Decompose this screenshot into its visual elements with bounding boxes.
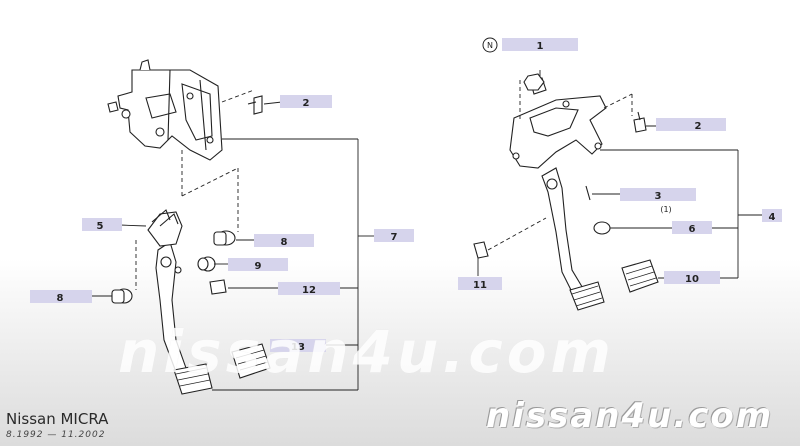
right-pedal-arm — [541, 167, 605, 311]
svg-text:2: 2 — [695, 121, 702, 132]
svg-text:9: 9 — [255, 261, 262, 272]
svg-text:(1): (1) — [660, 205, 671, 214]
left-bracket — [107, 59, 223, 161]
footer-years: 8.1992 — 11.2002 — [6, 430, 106, 440]
svg-text:13: 13 — [291, 342, 305, 353]
callout-2-right: 2 — [656, 118, 726, 132]
left-dashed-lines — [135, 89, 255, 290]
footer-model: Nissan MICRA — [6, 410, 109, 428]
callout-5: 5 — [82, 218, 122, 232]
svg-text:5: 5 — [97, 221, 104, 232]
svg-text:3: 3 — [655, 191, 662, 202]
svg-text:11: 11 — [473, 280, 487, 291]
svg-text:12: 12 — [302, 285, 316, 296]
svg-text:6: 6 — [689, 224, 696, 235]
svg-text:10: 10 — [685, 274, 699, 285]
callout-1: 1 — [502, 38, 578, 52]
callout-12: 12 — [278, 282, 340, 296]
callout-11: 11 — [458, 277, 502, 291]
n-badge-icon: N — [482, 37, 498, 53]
callout-8-lower: 8 — [30, 290, 92, 304]
right-leader-lines — [477, 70, 762, 279]
callout-9: 9 — [228, 258, 288, 272]
right-parts — [473, 73, 659, 293]
callout-8-upper: 8 — [254, 234, 314, 248]
left-parts — [111, 95, 271, 379]
callout-10: 10 — [664, 271, 720, 285]
callout-2-left: 2 — [280, 95, 332, 109]
callout-3: 3 (1) — [620, 188, 696, 214]
svg-text:8: 8 — [57, 293, 64, 304]
svg-text:7: 7 — [391, 232, 398, 243]
svg-text:N: N — [487, 41, 493, 50]
svg-text:2: 2 — [303, 98, 310, 109]
watermark-small: nissan4u.com — [486, 396, 774, 436]
right-bracket — [509, 77, 607, 169]
left-pedal-arm — [147, 209, 213, 395]
watermark-large: nissan4u.com — [118, 318, 615, 386]
callout-6: 6 — [672, 221, 712, 235]
callout-4: 4 — [762, 209, 782, 223]
callout-7: 7 — [374, 229, 414, 243]
svg-text:8: 8 — [281, 237, 288, 248]
callout-13: 13 — [270, 339, 326, 353]
svg-text:4: 4 — [769, 212, 776, 223]
svg-text:1: 1 — [537, 41, 544, 52]
right-dashed-lines — [487, 80, 633, 251]
